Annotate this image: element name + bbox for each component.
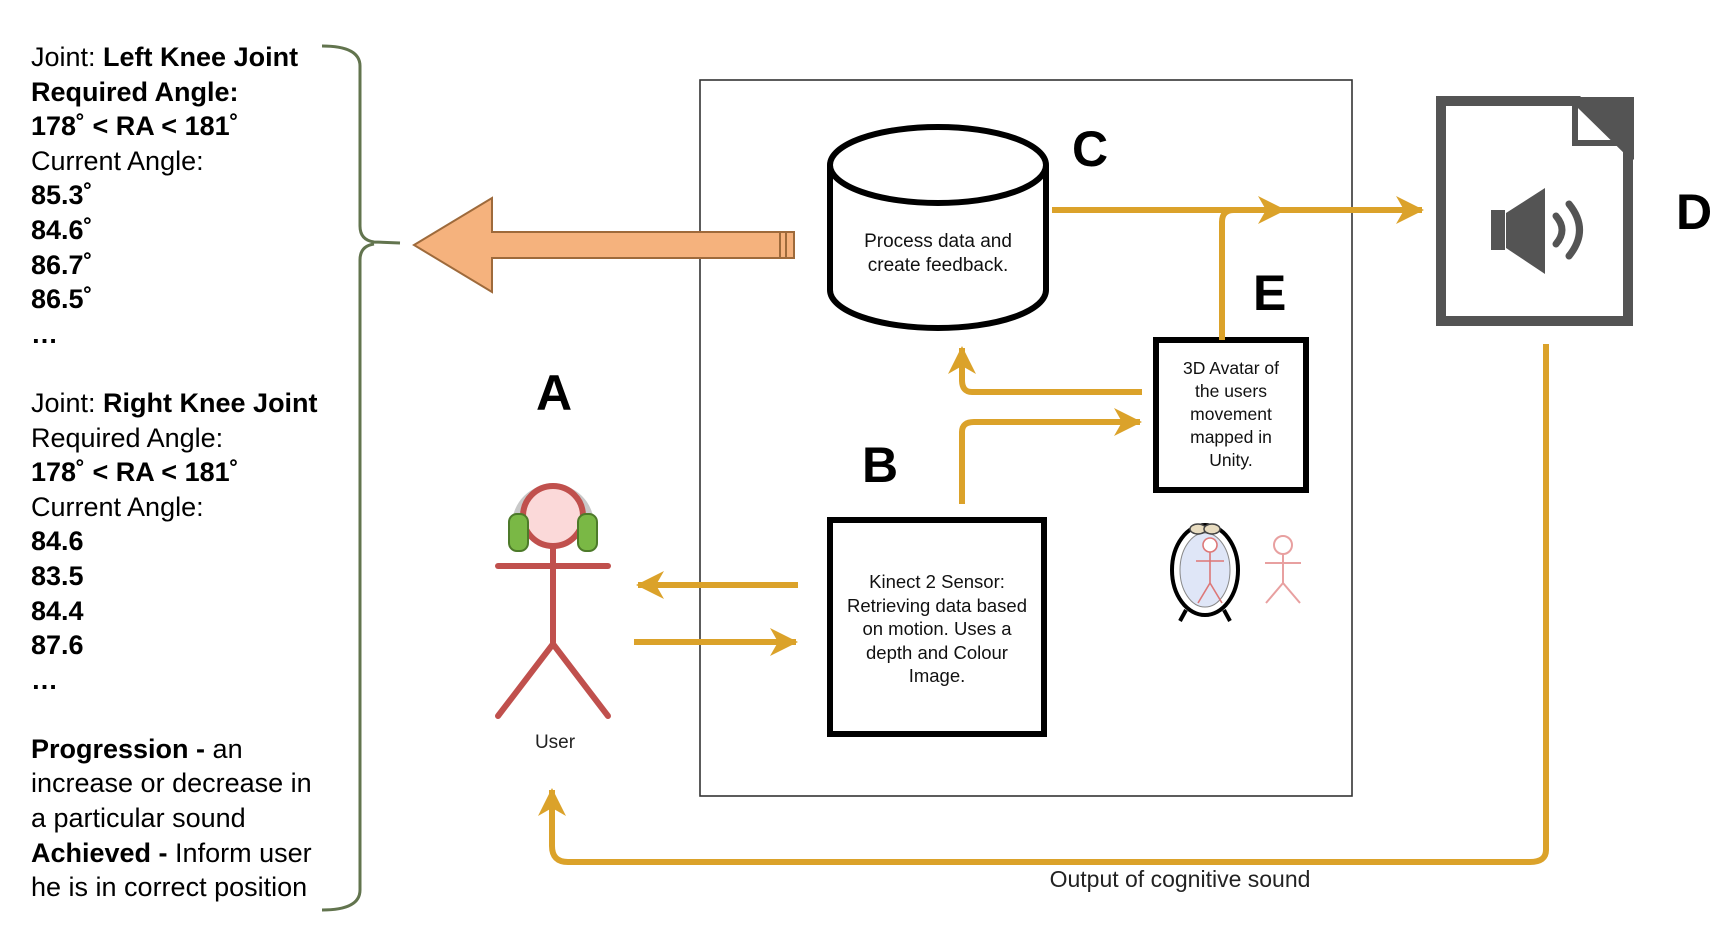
- left-ellipsis: …: [31, 318, 58, 349]
- right-reading: 84.6: [31, 526, 84, 557]
- process-database: [827, 124, 1049, 331]
- label-b: B: [862, 437, 899, 493]
- progression-term: Progression -: [31, 733, 206, 764]
- arrow-d-to-user: [538, 344, 1549, 865]
- left-reading: 84.6˚: [31, 214, 93, 245]
- mirror-icon: [1170, 523, 1240, 622]
- right-knee-joint-line: Joint: Right Knee Joint: [31, 387, 318, 418]
- label-e: E: [1253, 265, 1287, 321]
- sound-file-icon: [1436, 96, 1634, 326]
- left-required-label: Required Angle:: [31, 76, 239, 107]
- brace: [321, 44, 401, 912]
- right-reading: 83.5: [31, 560, 84, 591]
- progression-line: Progression - an: [31, 733, 243, 764]
- label-c: C: [1072, 121, 1109, 177]
- left-reading: 86.7˚: [31, 249, 93, 280]
- right-required-label: Required Angle:: [31, 422, 224, 453]
- right-reading: 84.4: [31, 595, 84, 626]
- user-label: User: [534, 732, 576, 753]
- user-icon: [495, 483, 611, 719]
- achieved-line: Achieved - Inform user: [31, 837, 312, 868]
- left-reading: 85.3˚: [31, 180, 93, 211]
- arrow-b-to-e: [959, 408, 1142, 504]
- right-knee-joint-name: Right Knee Joint: [103, 387, 318, 418]
- left-knee-joint-line: Joint: Left Knee Joint: [31, 42, 299, 72]
- label-a: A: [536, 365, 573, 421]
- joint-info-panel: Joint: Left Knee Joint Required Angle: 1…: [31, 40, 371, 905]
- kinect-node-text: Kinect 2 Sensor: Retrieving data based o…: [847, 571, 1027, 686]
- progression-desc: increase or decrease in: [31, 768, 312, 799]
- process-node-text: Process data and create feedback.: [864, 231, 1012, 276]
- right-reading: 87.6: [31, 630, 84, 661]
- left-knee-joint-name: Left Knee Joint: [103, 42, 299, 72]
- stick-figure-icon: [1265, 535, 1301, 604]
- feedback-caption: Output of cognitive sound: [1049, 866, 1311, 892]
- avatar-node-text: 3D Avatar of the users movement mapped i…: [1183, 358, 1279, 470]
- label-d: D: [1676, 184, 1713, 240]
- achieved-desc: he is in correct position: [31, 872, 308, 903]
- achieved-term: Achieved -: [31, 837, 168, 868]
- right-required-range: 178˚ < RA < 181˚: [31, 457, 239, 488]
- arrow-e-to-c: [948, 346, 1142, 395]
- arrow-e-to-d: [1219, 196, 1286, 340]
- right-ellipsis: …: [31, 664, 58, 695]
- progression-desc: a particular sound: [31, 803, 246, 834]
- kinect-box: [827, 517, 1047, 737]
- system-boundary: [699, 79, 1353, 797]
- right-current-label: Current Angle:: [31, 491, 204, 522]
- left-reading: 86.5˚: [31, 284, 93, 315]
- left-current-label: Current Angle:: [31, 145, 204, 176]
- left-required-range: 178˚ < RA < 181˚: [31, 111, 239, 142]
- avatar-box: [1153, 337, 1309, 493]
- big-feedback-arrow: [412, 196, 795, 294]
